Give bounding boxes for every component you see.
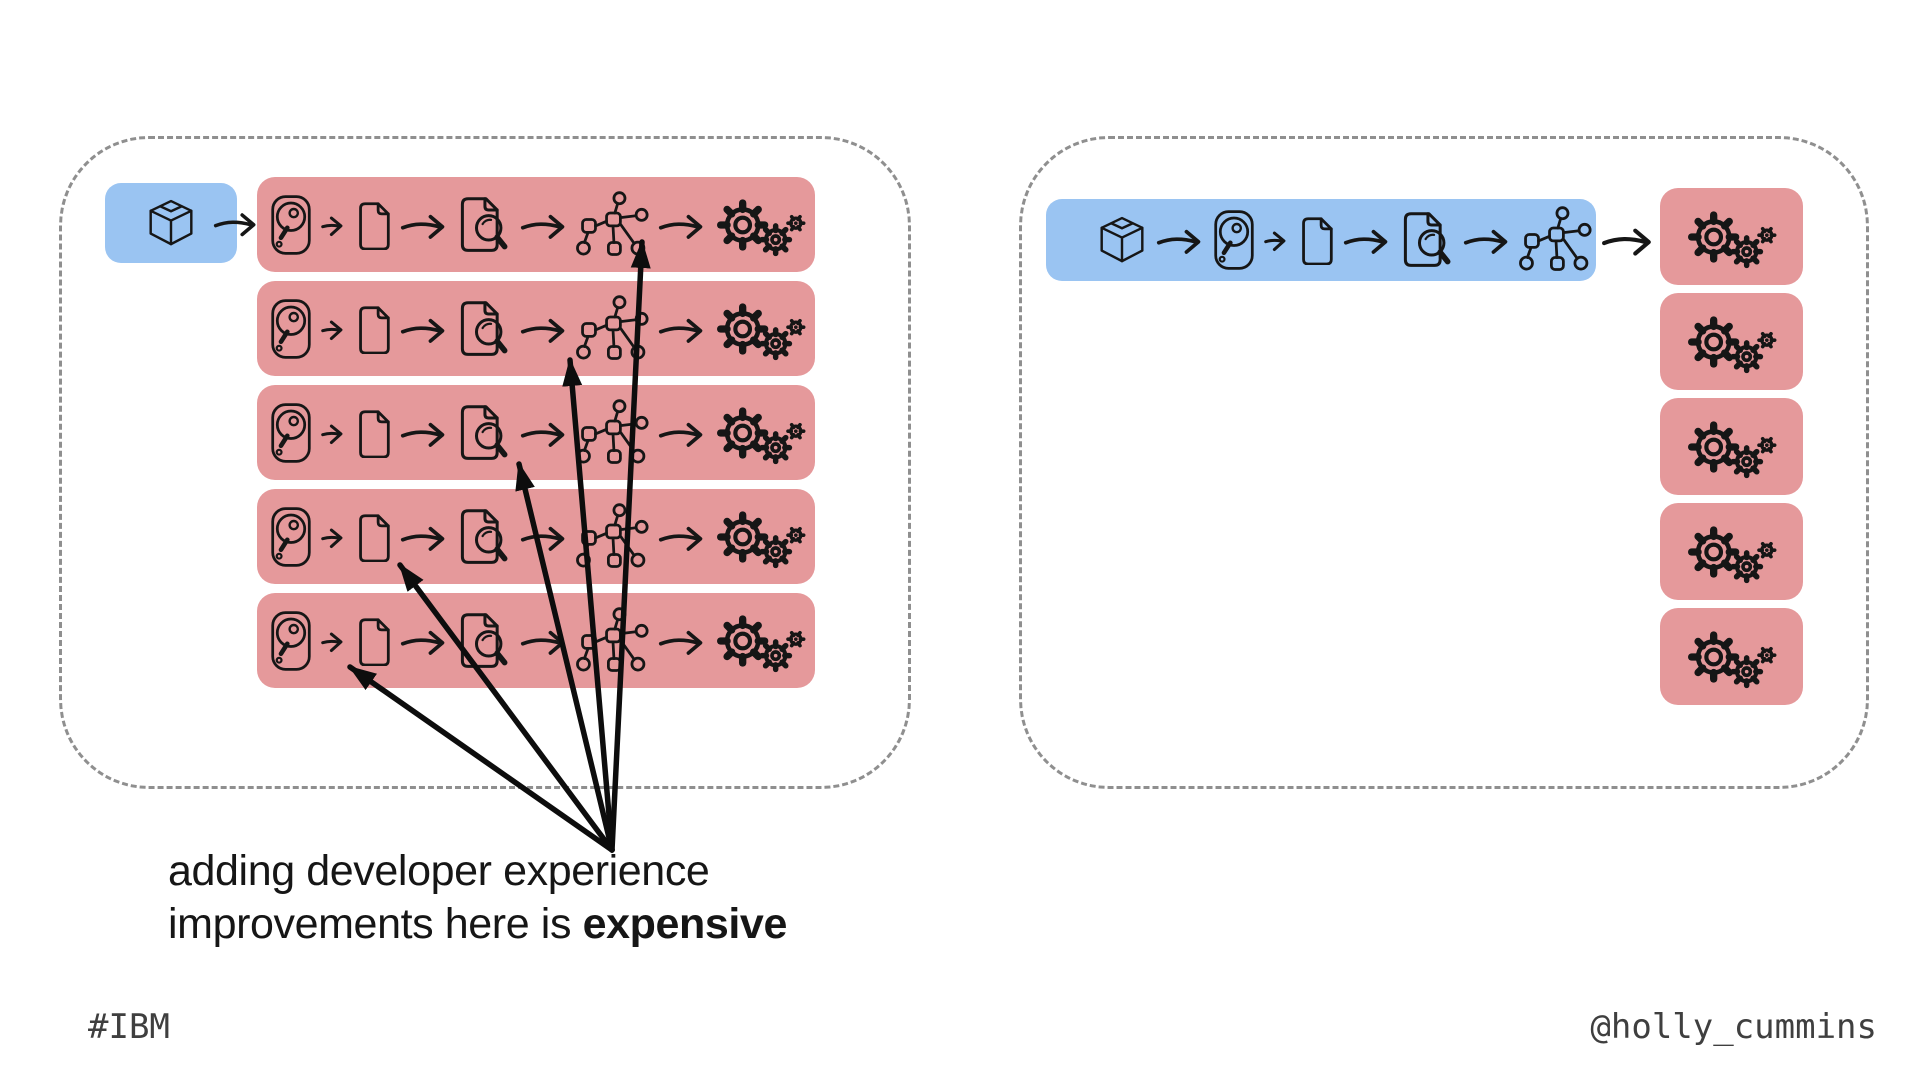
right-dashed-panel (1019, 136, 1869, 789)
flow-arrow-icon (520, 214, 565, 239)
flow-arrow-icon (1343, 229, 1388, 254)
flow-arrow-icon (658, 630, 703, 655)
drive-icon (269, 609, 313, 673)
pipeline-graph-icon (576, 398, 649, 464)
package-icon (149, 199, 193, 246)
flow-arrow-icon (1601, 221, 1655, 259)
pipeline-graph-icon (1519, 206, 1592, 271)
caption: adding developer experience improvements… (168, 845, 787, 951)
gears-icon (1685, 519, 1779, 585)
flow-arrow-icon (400, 422, 445, 447)
pipeline-row (257, 281, 815, 376)
caption-line-2: improvements here is expensive (168, 900, 788, 948)
pipeline-graph-icon (576, 502, 649, 568)
pipeline-graph-icon (576, 190, 649, 256)
pipeline-row (257, 489, 815, 584)
flow-arrow-icon (520, 630, 565, 655)
flow-arrow-icon (520, 526, 565, 551)
document-icon (359, 513, 390, 562)
flow-arrow-icon (400, 526, 445, 551)
drive-icon (269, 505, 313, 569)
drive-icon (269, 401, 313, 465)
inspect-document-icon (456, 402, 512, 464)
flow-arrow-icon (520, 422, 565, 447)
footer-handle: @holly_cummins (1590, 1007, 1877, 1047)
document-icon (359, 201, 390, 250)
inspect-document-icon (456, 506, 512, 568)
pipeline-row (257, 593, 815, 688)
flow-arrow-icon (400, 630, 445, 655)
flow-arrow-small-icon (321, 216, 343, 236)
package-source-box (105, 183, 237, 263)
pipeline-row (257, 385, 815, 480)
flow-arrow-small-icon (1264, 231, 1286, 252)
flow-arrow-icon (400, 214, 445, 239)
flow-arrow-icon (658, 526, 703, 551)
flow-arrow-icon (658, 214, 703, 239)
gears-icon (714, 504, 808, 570)
flow-arrow-icon (400, 318, 445, 343)
flow-arrow-small-icon (321, 528, 343, 548)
flow-arrow-icon (658, 422, 703, 447)
gears-icon (1685, 414, 1779, 480)
pipeline-row (257, 177, 815, 272)
document-icon (359, 305, 390, 354)
flow-arrow-small-icon (321, 632, 343, 652)
caption-bold-word: expensive (582, 900, 788, 948)
flow-arrow-icon (658, 318, 703, 343)
gears-icon (714, 192, 808, 258)
shared-pipeline-bar (1046, 199, 1596, 281)
flow-arrow-icon (1463, 229, 1508, 254)
caption-line-1: adding developer experience (168, 847, 710, 895)
gears-icon (1685, 309, 1779, 375)
flow-arrow-small-icon (321, 320, 343, 340)
gears-icon (1685, 624, 1779, 690)
footer-hashtag: #IBM (88, 1007, 170, 1047)
flow-arrow-icon (213, 213, 256, 237)
drive-icon (269, 193, 313, 257)
output-box (1660, 188, 1803, 285)
gears-icon (714, 296, 808, 362)
package-icon (1100, 216, 1144, 263)
output-box (1660, 503, 1803, 600)
document-icon (1302, 217, 1333, 265)
gears-icon (1685, 204, 1779, 270)
flow-arrow-icon (1156, 229, 1201, 254)
output-box (1660, 608, 1803, 705)
inspect-document-icon (456, 194, 512, 256)
pipeline-graph-icon (576, 294, 649, 360)
gears-icon (714, 608, 808, 674)
gears-icon (714, 400, 808, 466)
drive-icon (269, 297, 313, 361)
inspect-document-icon (1399, 209, 1455, 271)
flow-arrow-small-icon (321, 424, 343, 444)
drive-icon (1212, 208, 1256, 272)
inspect-document-icon (456, 298, 512, 360)
document-icon (359, 409, 390, 458)
output-box (1660, 398, 1803, 495)
inspect-document-icon (456, 610, 512, 672)
pipeline-graph-icon (576, 606, 649, 672)
output-box (1660, 293, 1803, 390)
document-icon (359, 617, 390, 666)
flow-arrow-icon (520, 318, 565, 343)
